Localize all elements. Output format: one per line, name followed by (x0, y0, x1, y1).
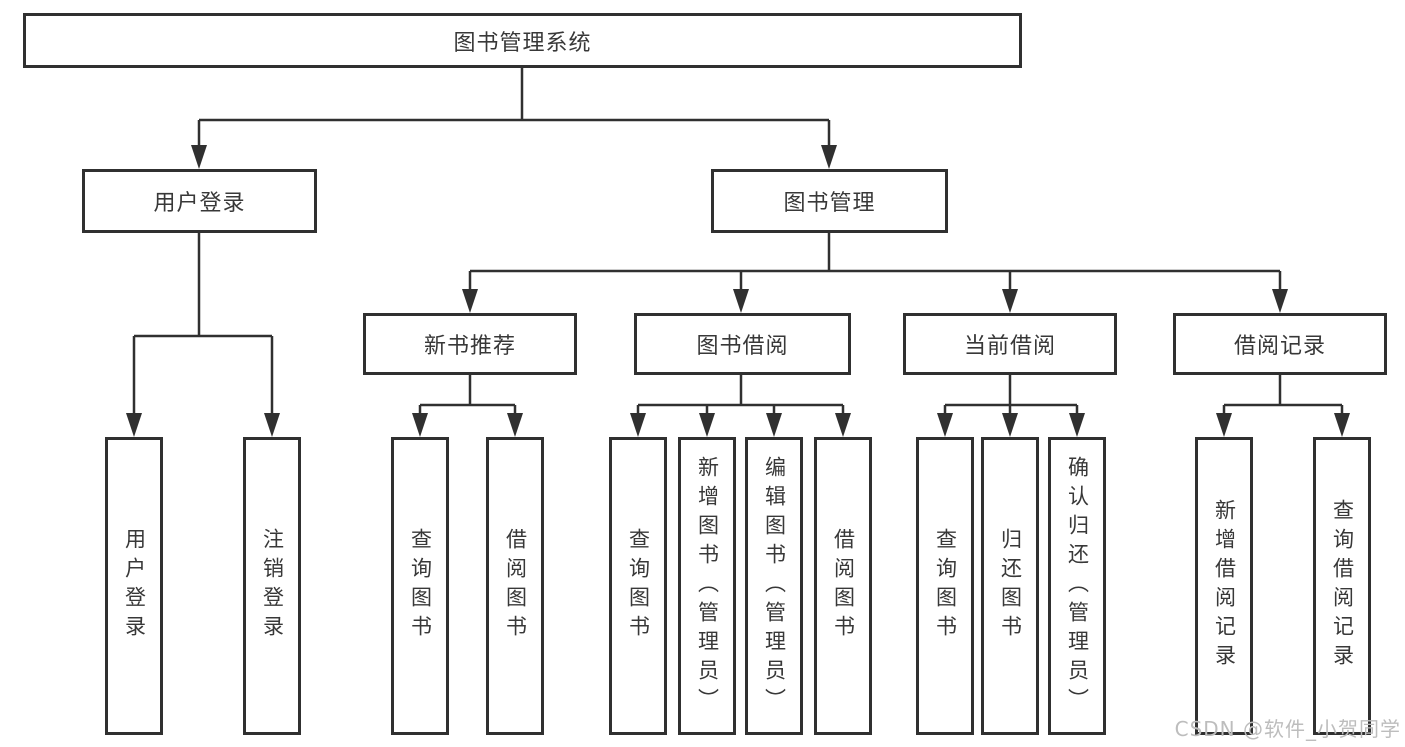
leaf-borrow-book-borrow-label: 借阅图书 (831, 528, 856, 644)
node-new-book-recommend: 新书推荐 (363, 313, 577, 375)
leaf-query-book-recommend-label: 查询图书 (408, 528, 433, 644)
leaf-add-borrow-record: 新增借阅记录 (1195, 437, 1253, 735)
leaf-borrow-book-recommend-label: 借阅图书 (503, 528, 528, 644)
leaf-query-book-recommend: 查询图书 (391, 437, 449, 735)
arrowheads (126, 145, 1350, 437)
leaf-return-book-label: 归还图书 (998, 528, 1023, 644)
node-user-login: 用户登录 (82, 169, 317, 233)
node-book-borrow: 图书借阅 (634, 313, 851, 375)
leaf-user-login-label: 用户登录 (122, 528, 147, 644)
node-book-management: 图书管理 (711, 169, 948, 233)
node-borrow-records-label: 借阅记录 (1233, 334, 1326, 359)
node-user-login-label: 用户登录 (153, 191, 246, 216)
leaf-query-book-borrow-label: 查询图书 (626, 528, 651, 644)
leaf-add-book-admin: 新增图书（管理员） (678, 437, 736, 735)
node-book-borrow-label: 图书借阅 (696, 334, 789, 359)
node-borrow-records: 借阅记录 (1173, 313, 1387, 375)
leaf-user-login: 用户登录 (105, 437, 163, 735)
leaf-query-borrow-record-label: 查询借阅记录 (1330, 499, 1355, 673)
leaf-query-book-borrow: 查询图书 (609, 437, 667, 735)
leaf-query-borrow-record: 查询借阅记录 (1313, 437, 1371, 735)
node-current-borrow-label: 当前借阅 (963, 334, 1056, 359)
node-root-label: 图书管理系统 (453, 30, 592, 56)
leaf-confirm-return-admin: 确认归还（管理员） (1048, 437, 1106, 735)
node-current-borrow: 当前借阅 (903, 313, 1117, 375)
leaf-confirm-return-admin-label: 确认归还（管理员） (1065, 455, 1090, 717)
leaf-query-book-current-label: 查询图书 (933, 528, 958, 644)
leaf-borrow-book-borrow: 借阅图书 (814, 437, 872, 735)
node-book-management-label: 图书管理 (783, 191, 876, 216)
leaf-add-borrow-record-label: 新增借阅记录 (1212, 499, 1237, 673)
leaf-return-book: 归还图书 (981, 437, 1039, 735)
leaf-query-book-current: 查询图书 (916, 437, 974, 735)
leaf-edit-book-admin-label: 编辑图书（管理员） (762, 455, 787, 717)
leaf-logout: 注销登录 (243, 437, 301, 735)
node-new-book-recommend-label: 新书推荐 (423, 334, 516, 359)
leaf-add-book-admin-label: 新增图书（管理员） (695, 455, 720, 717)
leaf-logout-label: 注销登录 (260, 528, 285, 644)
csdn-watermark: CSDN @软件_小贺同学 (1174, 717, 1401, 741)
leaf-borrow-book-recommend: 借阅图书 (486, 437, 544, 735)
connector-lines (132, 68, 1344, 415)
node-root: 图书管理系统 (23, 13, 1022, 68)
leaf-edit-book-admin: 编辑图书（管理员） (745, 437, 803, 735)
